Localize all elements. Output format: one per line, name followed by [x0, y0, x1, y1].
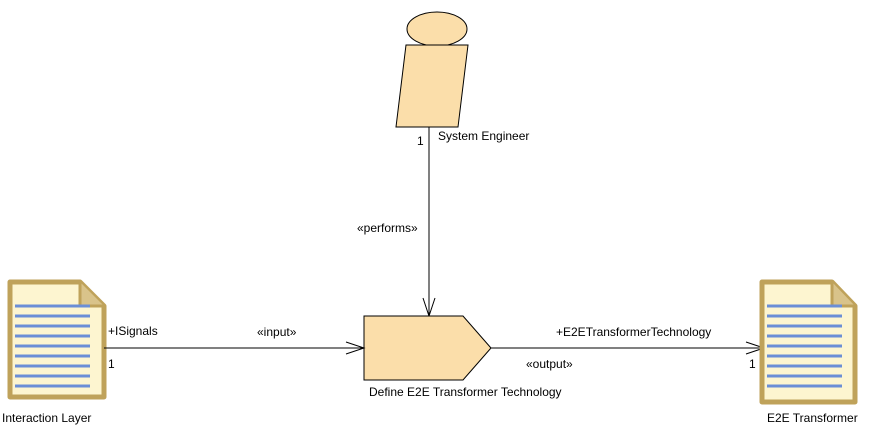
- document-icon: [7, 279, 107, 400]
- actor-system-engineer[interactable]: [395, 11, 469, 128]
- actor-body-icon: [395, 44, 469, 128]
- document-icon: [759, 279, 858, 405]
- output-product-name-label: E2E Transformer: [767, 411, 858, 425]
- document-text-lines: [767, 304, 842, 388]
- output-connector[interactable]: [491, 341, 766, 355]
- actor-name-label: System Engineer: [438, 129, 529, 143]
- output-product-document[interactable]: [759, 279, 858, 405]
- actor-head-icon: [406, 11, 468, 47]
- input-arrowhead-icon: [345, 341, 366, 355]
- actor-multiplicity-label: 1: [417, 134, 424, 148]
- task-name-label: Define E2E Transformer Technology: [369, 385, 562, 399]
- performs-stereotype-label: «performs»: [357, 221, 418, 235]
- input-stereotype-label: «input»: [257, 325, 297, 339]
- output-role-label: +E2ETransformerTechnology: [556, 325, 711, 339]
- output-multiplicity-label: 1: [749, 357, 756, 371]
- performs-connector[interactable]: [422, 127, 436, 318]
- input-multiplicity-label: 1: [108, 357, 115, 371]
- input-product-document[interactable]: [7, 279, 107, 400]
- output-stereotype-label: «output»: [526, 357, 573, 371]
- input-connector[interactable]: [104, 341, 366, 355]
- input-role-label: +ISignals: [108, 324, 158, 338]
- task-definition-shape[interactable]: [363, 315, 492, 381]
- input-product-name-label: Interaction Layer: [2, 411, 91, 425]
- document-text-lines: [15, 304, 90, 388]
